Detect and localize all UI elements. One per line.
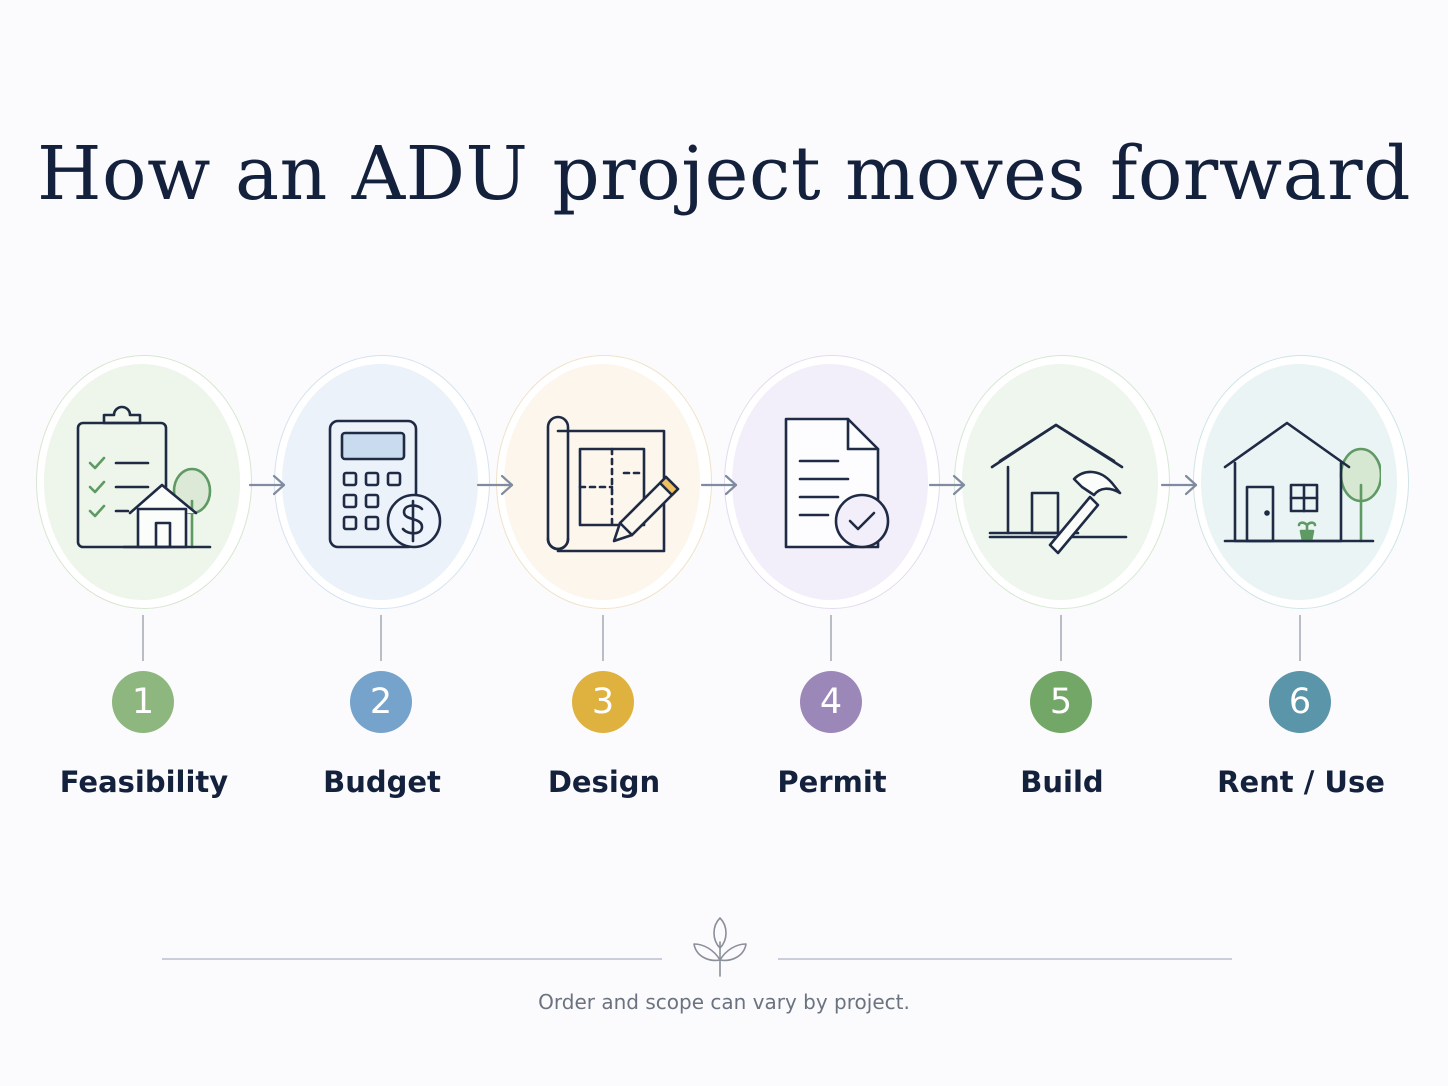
step-rent-use: 6 Rent / Use	[1193, 355, 1413, 815]
step-number-badge: 1	[112, 671, 174, 733]
page-title: How an ADU project moves forward	[37, 131, 1411, 217]
step-label: Feasibility	[59, 765, 229, 799]
arrow-right-icon	[476, 474, 514, 496]
connector-line	[142, 615, 144, 661]
step-permit: 4 Permit	[724, 355, 944, 815]
connector-line	[830, 615, 832, 661]
connector-line	[1299, 615, 1301, 661]
step-label: Budget	[323, 765, 441, 799]
step-disc	[282, 364, 478, 600]
footer-divider-left	[162, 958, 662, 960]
calculator-dollar-icon	[328, 419, 442, 549]
footer-divider-right	[778, 958, 1232, 960]
step-budget: 2 Budget	[274, 355, 494, 815]
step-number-badge: 4	[800, 671, 862, 733]
arrow-right-icon	[700, 474, 738, 496]
arrow-right-icon	[248, 474, 286, 496]
step-number-badge: 3	[572, 671, 634, 733]
arrow-right-icon	[1160, 474, 1198, 496]
arrow-right-icon	[928, 474, 966, 496]
sprout-icon	[693, 917, 747, 977]
step-number-badge: 5	[1030, 671, 1092, 733]
step-label: Permit	[777, 765, 887, 799]
step-design: 3 Design	[496, 355, 716, 815]
step-disc	[962, 364, 1158, 600]
connector-line	[602, 615, 604, 661]
connector-line	[380, 615, 382, 661]
step-label: Build	[1020, 765, 1104, 799]
step-feasibility: 1 Feasibility	[36, 355, 256, 815]
step-number-badge: 6	[1269, 671, 1331, 733]
document-check-icon	[784, 417, 890, 549]
house-hammer-icon	[988, 423, 1128, 555]
step-number-badge: 2	[350, 671, 412, 733]
footer-note: Order and scope can vary by project.	[538, 990, 910, 1014]
connector-line	[1060, 615, 1062, 661]
step-label: Rent / Use	[1217, 765, 1385, 799]
step-label: Design	[547, 765, 661, 799]
blueprint-pencil-icon	[546, 415, 680, 553]
clipboard-house-icon	[76, 405, 212, 549]
house-tree-icon	[1223, 421, 1381, 543]
step-build: 5 Build	[954, 355, 1174, 815]
